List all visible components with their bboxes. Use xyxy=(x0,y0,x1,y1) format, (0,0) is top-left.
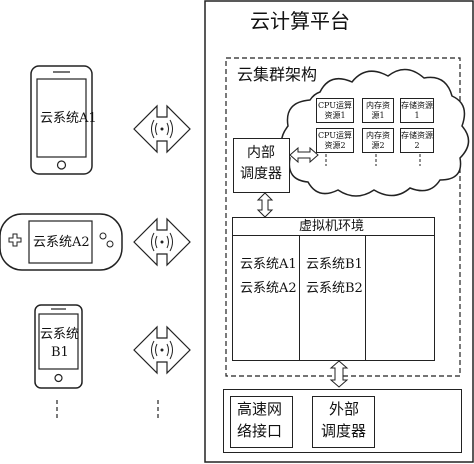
internal-scheduler-label-line1: 内部 xyxy=(247,145,275,161)
bidirectional-arrow-icon xyxy=(256,192,274,218)
wireless-double-arrow-icon xyxy=(133,104,191,154)
vm-system-b2: 云系统B2 xyxy=(306,281,363,296)
vm-column-divider xyxy=(365,235,366,360)
vm-environment-box: 虚拟机环境 云系统A1 云系统A2 云系统B1 云系统B2 xyxy=(232,217,435,361)
smartphone-icon xyxy=(30,65,93,175)
high-speed-network-interface-box: 高速网 络接口 xyxy=(230,396,293,448)
cluster-title: 云集群架构 xyxy=(237,65,318,84)
internal-scheduler-label-line2: 调度器 xyxy=(240,166,282,182)
device-label-handheld-a2: 云系统A2 xyxy=(33,235,90,250)
internal-scheduler-box: 内部 调度器 xyxy=(233,138,290,193)
device-label-phone-b1-line2: B1 xyxy=(51,345,69,360)
vm-system-b1: 云系统B1 xyxy=(306,257,363,272)
vm-system-a1: 云系统A1 xyxy=(240,257,297,272)
resource-storage-1: 存储资源1 xyxy=(400,98,434,123)
vm-environment-title: 虚拟机环境 xyxy=(299,219,365,234)
cloud-platform-box xyxy=(204,0,474,463)
network-interface-label-line1: 高速网 xyxy=(237,400,283,418)
bidirectional-arrow-icon xyxy=(329,360,349,388)
device-label-phone-b1-line1: 云系统 xyxy=(40,327,80,342)
resource-memory-1: 内存资源1 xyxy=(362,98,394,123)
external-scheduler-label-line2: 调度器 xyxy=(321,422,367,440)
network-interface-label-line2: 络接口 xyxy=(237,422,283,440)
external-scheduler-box: 外部 调度器 xyxy=(312,396,375,448)
resource-cpu-1: CPU运算资源1 xyxy=(316,98,354,123)
external-scheduler-label-line1: 外部 xyxy=(329,400,360,418)
vm-header-divider xyxy=(233,235,434,236)
platform-title: 云计算平台 xyxy=(250,9,350,33)
wireless-double-arrow-icon xyxy=(133,217,191,267)
resource-cpu-2: CPU运算资源2 xyxy=(316,128,354,153)
resource-storage-2: 存储资源2 xyxy=(400,128,434,153)
resource-memory-2: 内存资源2 xyxy=(362,128,394,153)
wireless-double-arrow-icon xyxy=(133,325,191,375)
device-label-phone-a1: 云系统A1 xyxy=(40,111,97,126)
vm-column-divider xyxy=(299,235,300,360)
vm-system-a2: 云系统A2 xyxy=(240,281,297,296)
handheld-console-icon xyxy=(0,213,123,271)
smartphone-small-icon xyxy=(34,304,83,389)
bidirectional-arrow-icon xyxy=(289,146,319,164)
